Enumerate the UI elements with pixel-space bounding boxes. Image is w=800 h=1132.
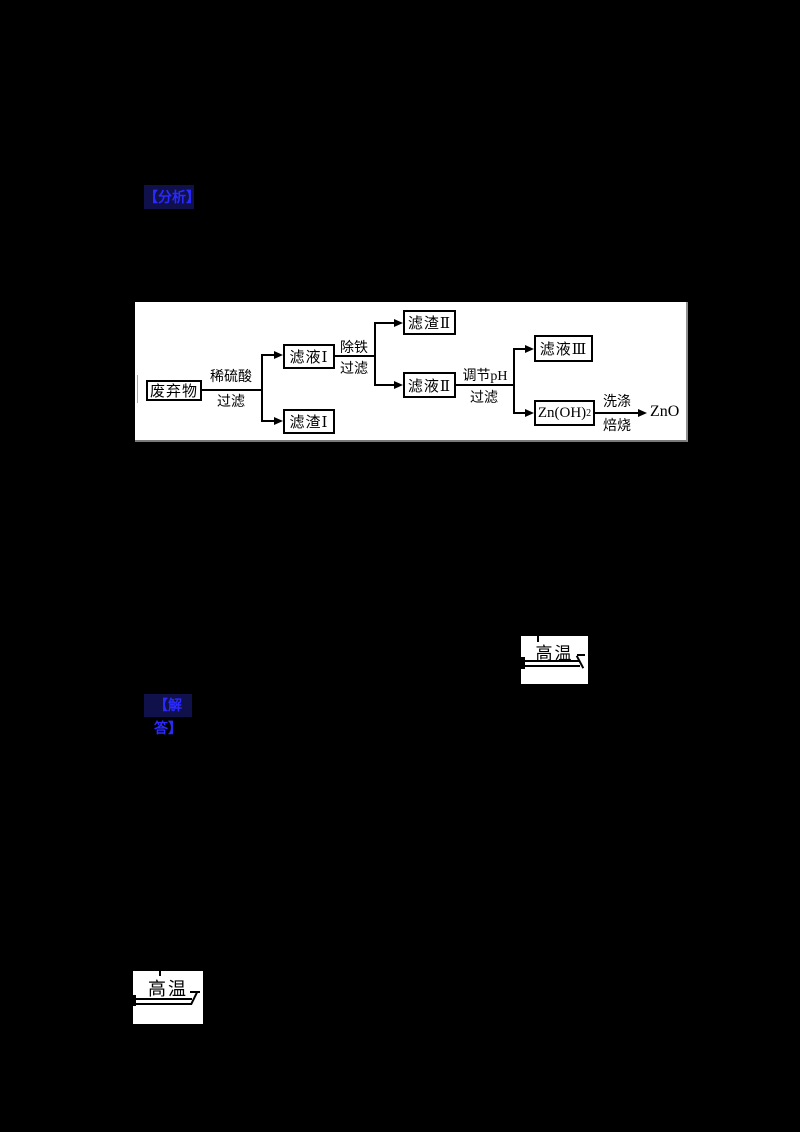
arrow-right-head	[525, 345, 534, 353]
flow-line	[513, 348, 526, 350]
solution-section-tag: 【解答】	[144, 694, 192, 736]
node-zinc-hydroxide: Zn(OH)2	[534, 400, 595, 426]
node-filtrate-2: 滤液Ⅱ	[403, 372, 456, 398]
arrow-right-head	[638, 409, 647, 417]
flow-line	[374, 384, 395, 386]
step2-remove-iron-label: 除铁	[340, 341, 368, 356]
flow-line	[513, 412, 526, 414]
arrow-right-head	[274, 417, 283, 425]
node-residue-2: 滤渣Ⅱ	[403, 310, 456, 335]
step1-filter-label: 过滤	[217, 395, 245, 410]
equation-double-line	[524, 660, 580, 667]
flow-branch	[513, 348, 515, 414]
flow-branch	[261, 354, 263, 422]
step1-reagent-label: 稀硫酸	[210, 370, 252, 385]
scan-artifact-tick	[537, 636, 539, 642]
arrow-right-head	[525, 409, 534, 417]
step2-filter-label: 过滤	[340, 362, 368, 377]
zinc-hydroxide-formula: Zn(OH)	[537, 404, 587, 421]
flowchart-panel: 废弃物 滤液Ⅰ 滤渣Ⅰ 滤渣Ⅱ 滤液Ⅱ 滤液Ⅲ Zn(OH)2 ZnO 稀硫酸 …	[135, 302, 688, 442]
step3-filter-label: 过滤	[470, 391, 498, 406]
analysis-section-tag: 【分析】	[144, 185, 200, 209]
equation-fragment-2: 高温	[133, 971, 203, 1024]
arrow-right-head	[394, 381, 403, 389]
partial-glyph	[133, 995, 136, 1006]
arrow-right-head	[274, 351, 283, 359]
partial-glyph	[521, 657, 525, 669]
arrow-right-head	[394, 319, 403, 327]
equation-fragment-1: 高温	[521, 636, 588, 684]
product-zno: ZnO	[650, 403, 680, 420]
flow-line	[261, 354, 275, 356]
flow-line	[456, 384, 515, 386]
condition-high-temp: 高温	[535, 644, 574, 663]
zinc-hydroxide-subscript: 2	[586, 407, 592, 419]
flow-line	[374, 322, 395, 324]
flow-branch	[374, 322, 376, 386]
flow-line	[261, 420, 275, 422]
flow-line	[335, 355, 376, 357]
flow-line	[202, 389, 263, 391]
step4-roast-label: 焙烧	[603, 419, 631, 434]
step4-wash-label: 洗涤	[603, 395, 631, 410]
step3-adjust-ph-label: 调节pH	[462, 369, 508, 384]
equation-double-line	[134, 998, 192, 1005]
node-waste: 废弃物	[146, 380, 202, 401]
node-residue-1: 滤渣Ⅰ	[283, 409, 335, 434]
node-filtrate-1: 滤液Ⅰ	[283, 344, 335, 369]
scan-artifact-tick	[159, 971, 161, 976]
condition-high-temp: 高温	[148, 979, 188, 999]
partial-glyph	[577, 654, 585, 656]
flow-line	[595, 412, 640, 414]
scan-artifact-line	[137, 375, 138, 403]
node-filtrate-3: 滤液Ⅲ	[534, 335, 593, 362]
partial-glyph	[190, 991, 200, 993]
